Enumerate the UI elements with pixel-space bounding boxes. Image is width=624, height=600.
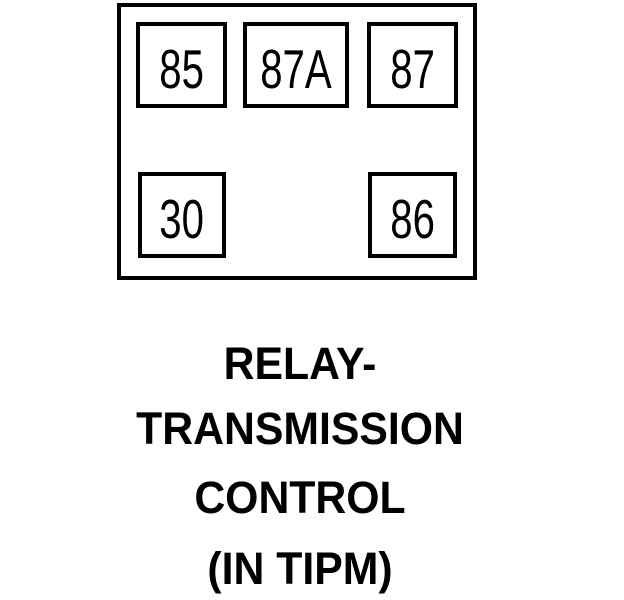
caption-line-1: RELAY- — [223, 338, 377, 389]
pin-label-87a: 87A — [260, 37, 332, 100]
pin-box-85: 85 — [136, 22, 227, 108]
caption-line-2: TRANSMISSION — [136, 403, 464, 454]
pin-box-87a: 87A — [243, 22, 349, 108]
relay-outline: 85 87A 87 30 86 — [117, 3, 477, 280]
pin-box-87: 87 — [367, 22, 458, 108]
caption-line-3: CONTROL — [194, 472, 406, 523]
caption-line-4: (IN TIPM) — [207, 543, 393, 594]
pin-box-30: 30 — [138, 172, 226, 258]
pin-label-87: 87 — [390, 37, 435, 100]
pin-label-86: 86 — [390, 187, 435, 250]
pin-label-30: 30 — [159, 187, 205, 250]
pin-box-86: 86 — [368, 172, 457, 258]
pin-label-85: 85 — [159, 37, 204, 100]
